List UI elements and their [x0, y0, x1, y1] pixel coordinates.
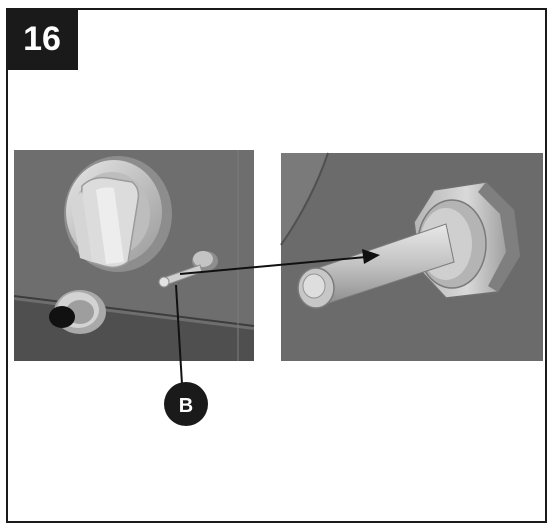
probe-part: [158, 251, 218, 288]
right-detail-panel: [280, 152, 543, 361]
step-number-badge: 16: [6, 8, 78, 70]
callout-leader-line: [175, 284, 183, 385]
callout-b: B: [164, 382, 208, 426]
left-detail-panel: [13, 150, 255, 361]
probe-shaft: [297, 223, 455, 309]
callout-label: B: [179, 395, 193, 417]
control-knob: [64, 156, 172, 272]
ignition-button: [49, 290, 106, 334]
pointer-arrow: [179, 249, 380, 275]
